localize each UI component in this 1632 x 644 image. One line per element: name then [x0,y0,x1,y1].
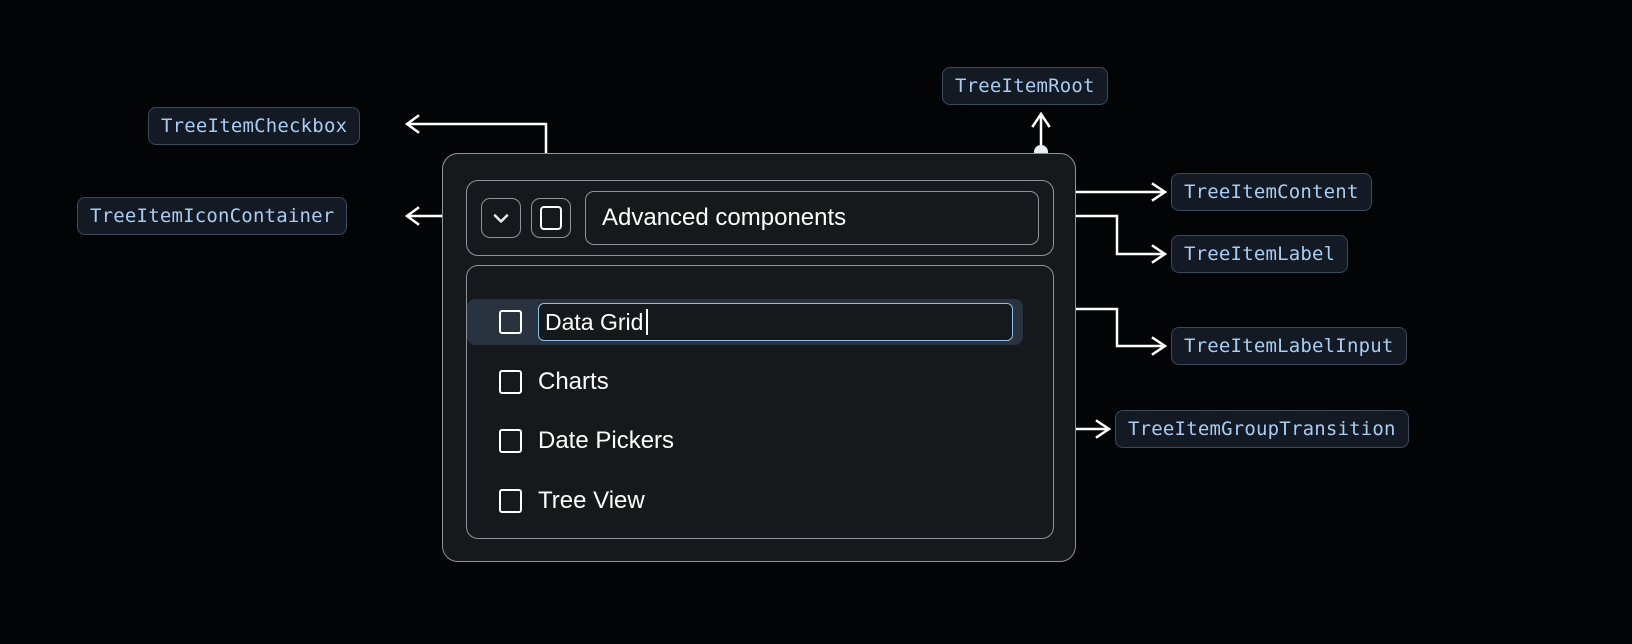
callout-chip-tree-item-checkbox[interactable]: TreeItemCheckbox [148,107,361,145]
tree-item-group-transition: Data Grid Charts Date Pickers Tree View [466,265,1054,539]
tree-item-child-row[interactable]: Tree View [499,478,645,524]
tree-item-label-input-value: Data Grid [545,308,644,335]
tree-item-label-input[interactable]: Data Grid [538,303,1013,341]
arrowhead-checkbox [404,114,420,134]
tree-item-checkbox-child-3[interactable] [499,489,522,513]
tree-item-child-row-selected[interactable]: Data Grid [467,299,1023,345]
tree-item-checkbox[interactable] [531,198,571,238]
tree-item-child-row[interactable]: Date Pickers [499,418,674,464]
tree-item-label-child-2: Date Pickers [538,427,675,454]
tree-item-child-row[interactable]: Charts [499,359,609,405]
chevron-down-icon [493,214,509,223]
arrowhead-label [1151,244,1168,264]
checkbox-box [540,206,562,230]
arrowhead-icon-container [404,206,420,226]
callout-chip-tree-item-content[interactable]: TreeItemContent [1171,173,1372,211]
tree-item-icon-container[interactable] [481,198,521,238]
tree-item-label-child-1: Charts [538,368,609,395]
arrowhead-content [1151,182,1168,202]
callout-chip-tree-item-label-input[interactable]: TreeItemLabelInput [1171,327,1407,365]
tree-item-label[interactable]: Advanced components [585,191,1039,245]
tree-item-root[interactable]: Advanced components Data Grid Charts [442,153,1076,562]
arrowhead-group-transition [1095,419,1112,439]
tree-item-content[interactable]: Advanced components [466,180,1054,256]
arrowhead-label-input [1151,336,1168,356]
text-caret [646,309,648,335]
arrowhead-root [1031,111,1051,128]
callout-chip-tree-item-icon-container[interactable]: TreeItemIconContainer [77,197,348,235]
tree-item-checkbox-child-0[interactable] [499,310,522,334]
callout-chip-tree-item-label[interactable]: TreeItemLabel [1171,235,1349,273]
callout-chip-tree-item-group-transition[interactable]: TreeItemGroupTransition [1115,410,1409,448]
tree-item-checkbox-child-2[interactable] [499,429,522,453]
tree-item-label-child-3: Tree View [538,487,645,514]
tree-item-checkbox-child-1[interactable] [499,370,522,394]
callout-chip-tree-item-root[interactable]: TreeItemRoot [942,67,1108,105]
tree-item-label-text: Advanced components [602,204,847,231]
